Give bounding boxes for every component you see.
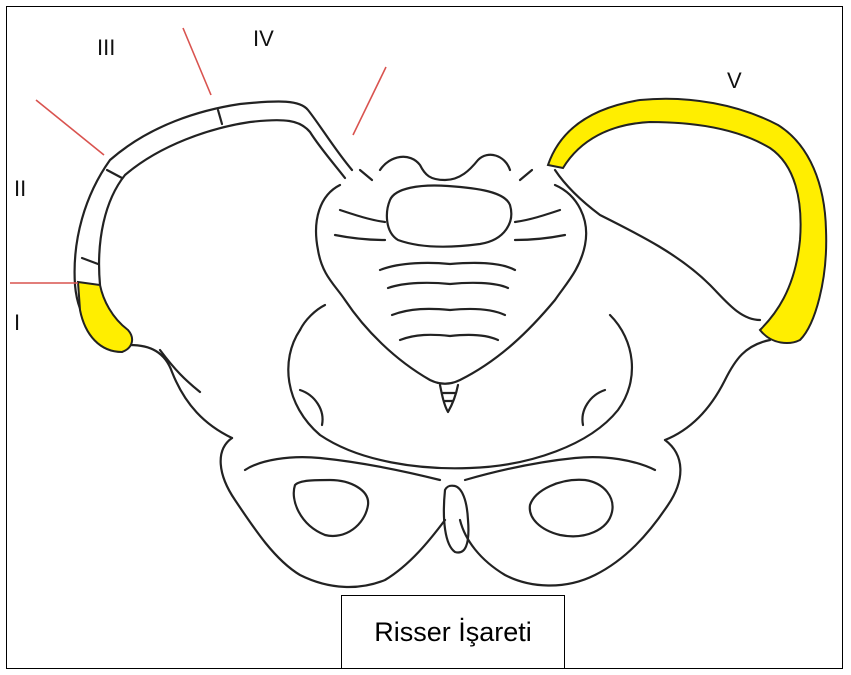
left-apophysis-highlight-grade-1 <box>78 282 132 352</box>
right-apophysis-highlight-grade-5 <box>548 99 826 343</box>
right-ischium <box>460 440 680 586</box>
pubic-symphysis <box>444 486 469 553</box>
left-obturator-foramen <box>294 480 368 536</box>
grade-label-i: I <box>14 310 20 336</box>
grade-label-iv: IV <box>253 26 274 52</box>
marker-line-iv-v <box>353 67 386 135</box>
grade-label-iii: III <box>97 35 115 61</box>
coccyx <box>440 385 458 412</box>
caption-text: Risser İşareti <box>374 617 532 648</box>
marker-line-iii-iv <box>183 28 211 95</box>
left-ilium-lower <box>130 345 232 438</box>
right-ilium-lower <box>665 340 770 440</box>
grade-label-ii: II <box>14 176 26 202</box>
left-iliac-crest-inner <box>99 120 345 285</box>
left-iliac-crest <box>75 102 352 345</box>
marker-line-ii-iii <box>36 100 104 155</box>
grade-label-v: V <box>727 68 742 94</box>
pelvic-inlet <box>288 315 632 468</box>
right-obturator-foramen <box>530 480 613 537</box>
caption-box: Risser İşareti <box>341 595 565 669</box>
s1-body <box>387 186 511 247</box>
